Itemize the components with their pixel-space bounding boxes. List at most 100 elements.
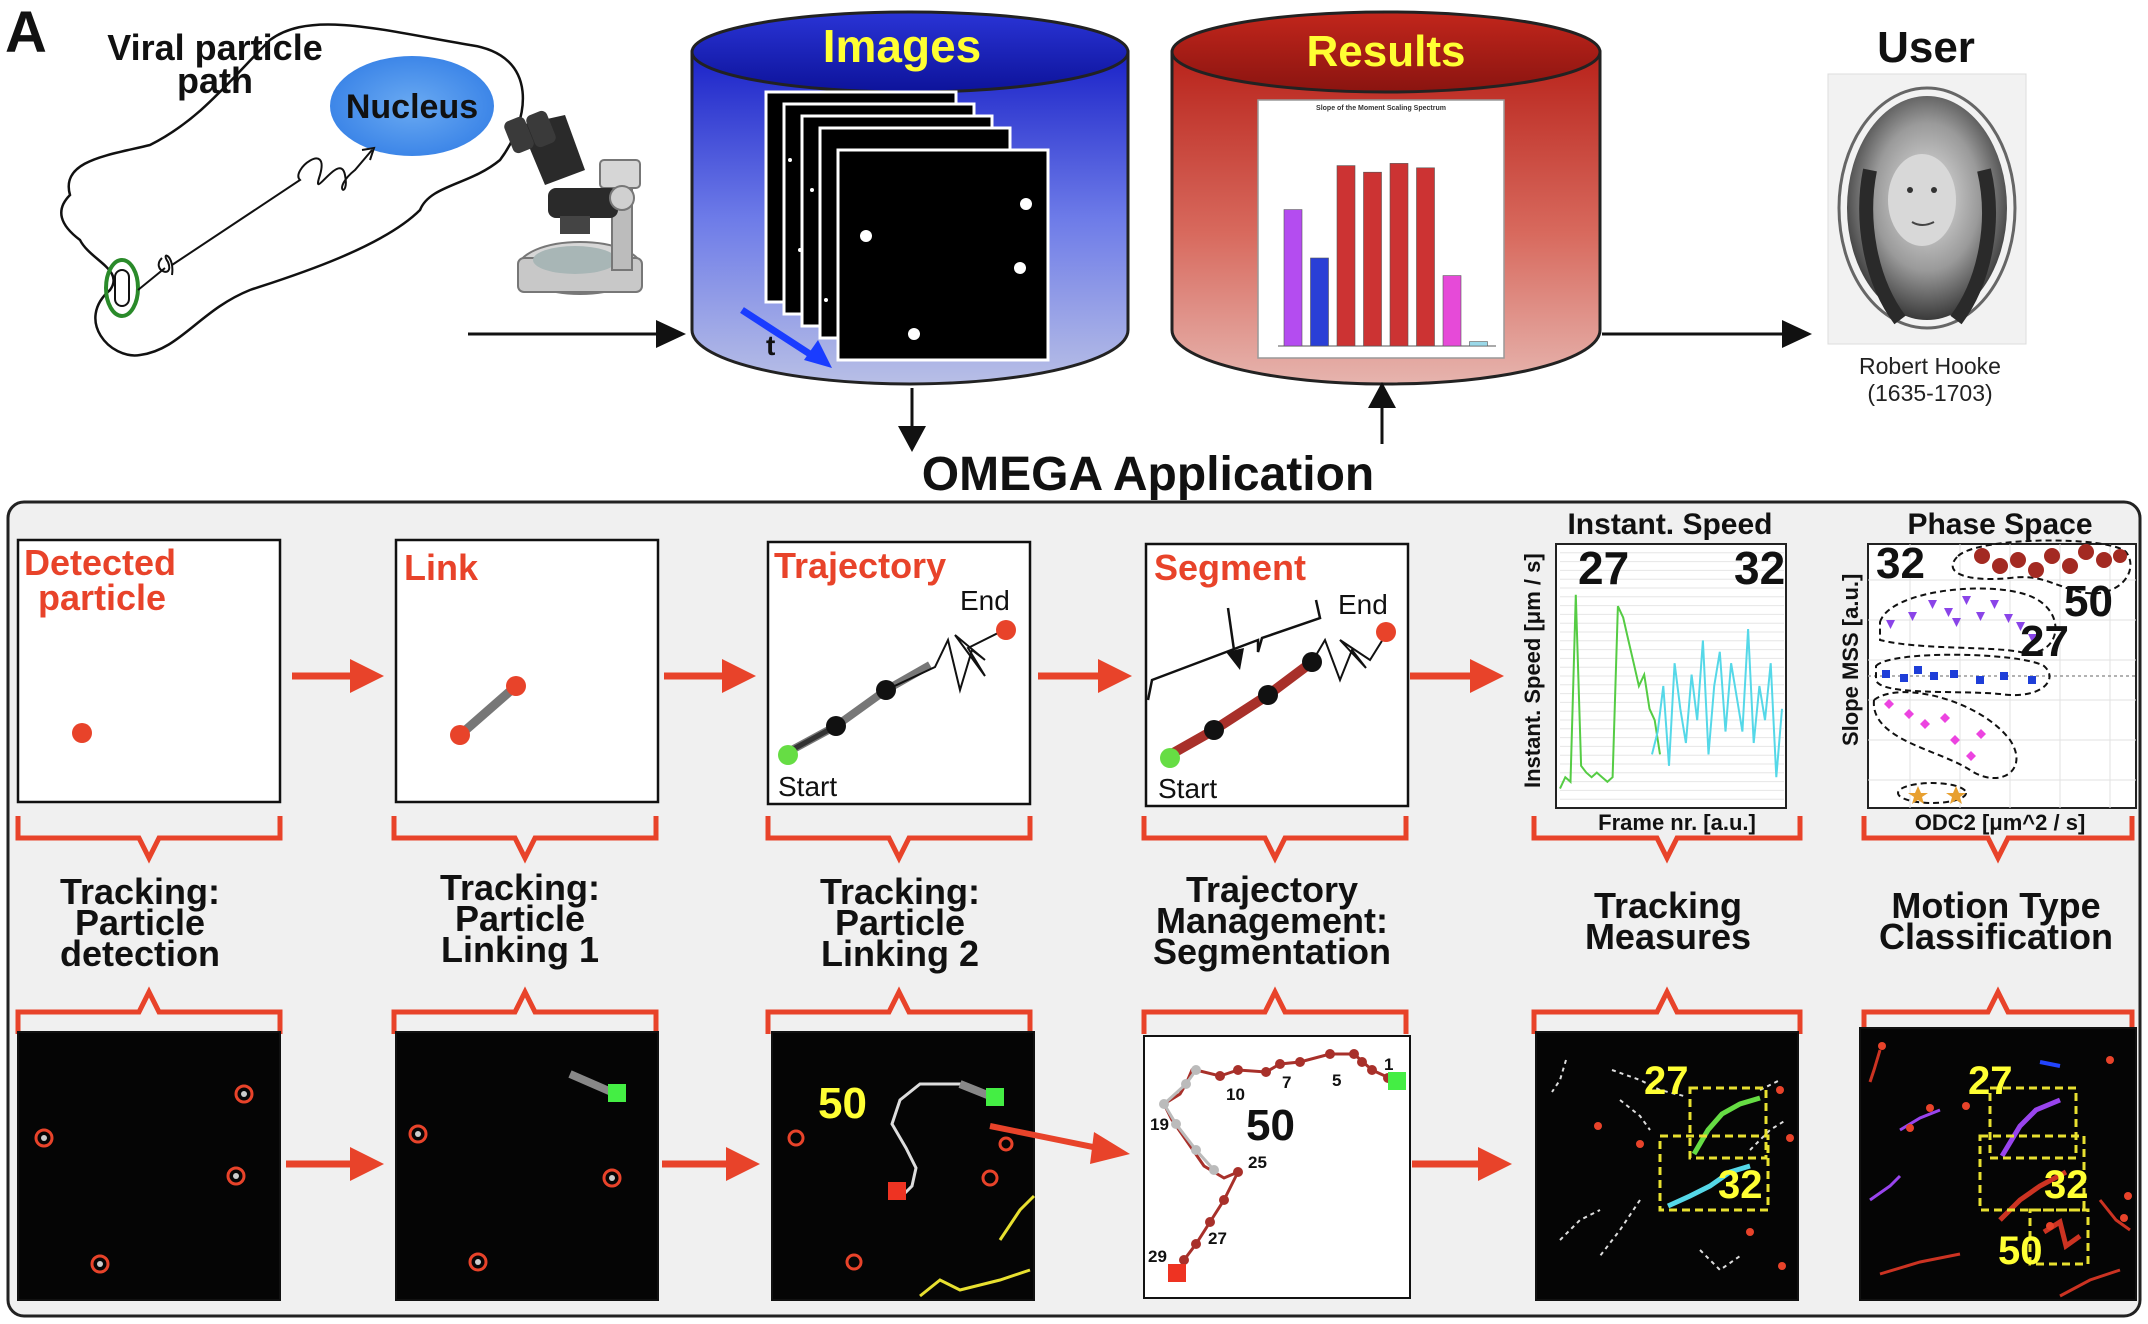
red-arrow-head — [350, 1147, 384, 1181]
step-captions: Tracking: Particle detection Tracking: P… — [60, 867, 2113, 974]
phase-chart-ylabel: Slope MSS [a.u.] — [1838, 574, 1863, 746]
cls-label-50: 50 — [1998, 1229, 2043, 1273]
caption6-line1: Motion Type — [1891, 885, 2100, 926]
step3-start-label: Start — [778, 771, 837, 802]
cls-label-27: 27 — [1968, 1059, 2013, 1103]
seg-number: 50 — [1246, 1101, 1295, 1150]
arrow-app-to-results — [1368, 382, 1396, 444]
viral-label-line2: path — [177, 60, 253, 101]
caption1-line2: Particle — [75, 902, 205, 943]
red-arrow-head — [1098, 659, 1132, 693]
caption5-line2: Measures — [1585, 916, 1751, 957]
seg-point-19: 19 — [1150, 1115, 1169, 1134]
step2-title: Link — [404, 547, 479, 588]
bottom-linking2-image: 50 — [771, 1031, 1036, 1301]
results-chart: Slope of the Moment Scaling Spectrum — [1257, 99, 1505, 359]
cls-label-32: 32 — [2044, 1163, 2089, 1207]
results-bar — [1389, 163, 1409, 347]
time-label: t — [766, 330, 775, 361]
bracket-top — [15, 816, 283, 864]
panel-letter: A — [5, 0, 47, 65]
user-section: User Robert Hooke (1635-1703) — [1827, 23, 2027, 406]
speed-series-line — [1651, 628, 1783, 778]
bottom-measures-image: 27 32 — [1535, 1031, 1799, 1301]
caption1-line3: detection — [60, 933, 220, 974]
results-bar — [1469, 341, 1488, 347]
images-database: Images t — [690, 10, 1130, 386]
bracket-top — [1861, 816, 2135, 864]
results-title: Results — [1307, 27, 1466, 76]
pipeline-panel — [6, 500, 2142, 1318]
bottom-row-arrows — [286, 1147, 1512, 1181]
red-arrow-head — [1478, 1147, 1512, 1181]
seg-point-5: 5 — [1332, 1071, 1341, 1090]
results-bar — [1416, 167, 1435, 347]
step1-title-line2: particle — [38, 577, 166, 618]
caption4-line2: Management: — [1156, 900, 1388, 941]
phase-chart-xlabel: ODC2 [μm^2 / s] — [1915, 810, 2086, 835]
caption3-line3: Linking 2 — [821, 933, 979, 974]
speed-chart-lines — [1559, 594, 1783, 790]
viral-label-line1: Viral particle — [107, 27, 322, 68]
bottom-classification-image: 27 32 50 — [1859, 1027, 2137, 1301]
step4-end-label: End — [1338, 589, 1388, 620]
results-bar — [1283, 209, 1303, 347]
caption6-line2: Classification — [1879, 916, 2113, 957]
bracket-bottom — [15, 986, 283, 1034]
bottom-linking1-image — [395, 1031, 659, 1301]
step4-title: Segment — [1154, 547, 1306, 588]
phase-label-50: 50 — [2064, 577, 2113, 626]
results-bar — [1310, 257, 1329, 347]
seg-point-1: 1 — [1384, 1055, 1393, 1074]
results-bar — [1442, 275, 1462, 347]
red-arrow-head — [722, 659, 756, 693]
step-segment: Segment End Start — [1144, 542, 1410, 808]
microscope-icon — [504, 110, 643, 295]
red-arrow-head — [350, 659, 384, 693]
step-phase-space: Phase Space — [1838, 508, 2137, 835]
bottom-segmentation-image: 50 1 5 7 10 19 25 27 29 — [1143, 1035, 1411, 1299]
results-bar — [1336, 165, 1356, 347]
image-stack — [764, 90, 1050, 362]
phase-chart-title: Phase Space — [1907, 508, 2092, 541]
caption2-line2: Particle — [455, 898, 585, 939]
seg-point-29: 29 — [1148, 1247, 1167, 1266]
user-name: Robert Hooke — [1859, 353, 2001, 379]
meas-label-27: 27 — [1644, 1059, 1689, 1103]
top-row-arrows — [292, 659, 1504, 693]
speed-chart-xlabel: Frame nr. [a.u.] — [1598, 810, 1756, 835]
arrow-images-to-app — [898, 388, 926, 452]
step4-start-label: Start — [1158, 773, 1217, 804]
brackets — [15, 816, 2135, 1034]
step-trajectory: Trajectory End Start — [766, 540, 1032, 806]
results-database: Results Slope of the Moment Scaling Spec… — [1170, 10, 1602, 386]
seg-point-25: 25 — [1248, 1153, 1267, 1172]
arrow-to-images — [468, 320, 686, 348]
caption4-line1: Trajectory — [1186, 869, 1358, 910]
seg-point-7: 7 — [1282, 1073, 1291, 1092]
speed-series-line — [1559, 594, 1661, 790]
bracket-top — [765, 816, 1033, 864]
results-bars — [1278, 163, 1496, 347]
user-title: User — [1877, 23, 1975, 72]
seg-point-10: 10 — [1226, 1085, 1245, 1104]
images-title: Images — [823, 20, 982, 72]
speed-chart-title: Instant. Speed — [1567, 508, 1772, 541]
virus-icon — [104, 258, 140, 318]
bracket-bottom — [1531, 986, 1803, 1034]
arrow-traj-to-segment — [989, 1123, 1130, 1164]
nucleus-shape — [330, 56, 494, 156]
results-bar — [1363, 171, 1382, 347]
bracket-top — [1531, 816, 1803, 864]
speed-label-32: 32 — [1734, 542, 1785, 594]
caption4-line3: Segmentation — [1153, 931, 1391, 972]
arrow-to-user — [1602, 320, 1812, 348]
bracket-top — [391, 816, 659, 864]
speed-chart-grid — [1560, 552, 1784, 800]
step3-title: Trajectory — [774, 545, 946, 586]
bracket-top — [1141, 816, 1409, 864]
step-instant-speed: Instant. Speed Instant. Speed [μm / s] F… — [1520, 508, 1787, 835]
caption3-line2: Particle — [835, 902, 965, 943]
